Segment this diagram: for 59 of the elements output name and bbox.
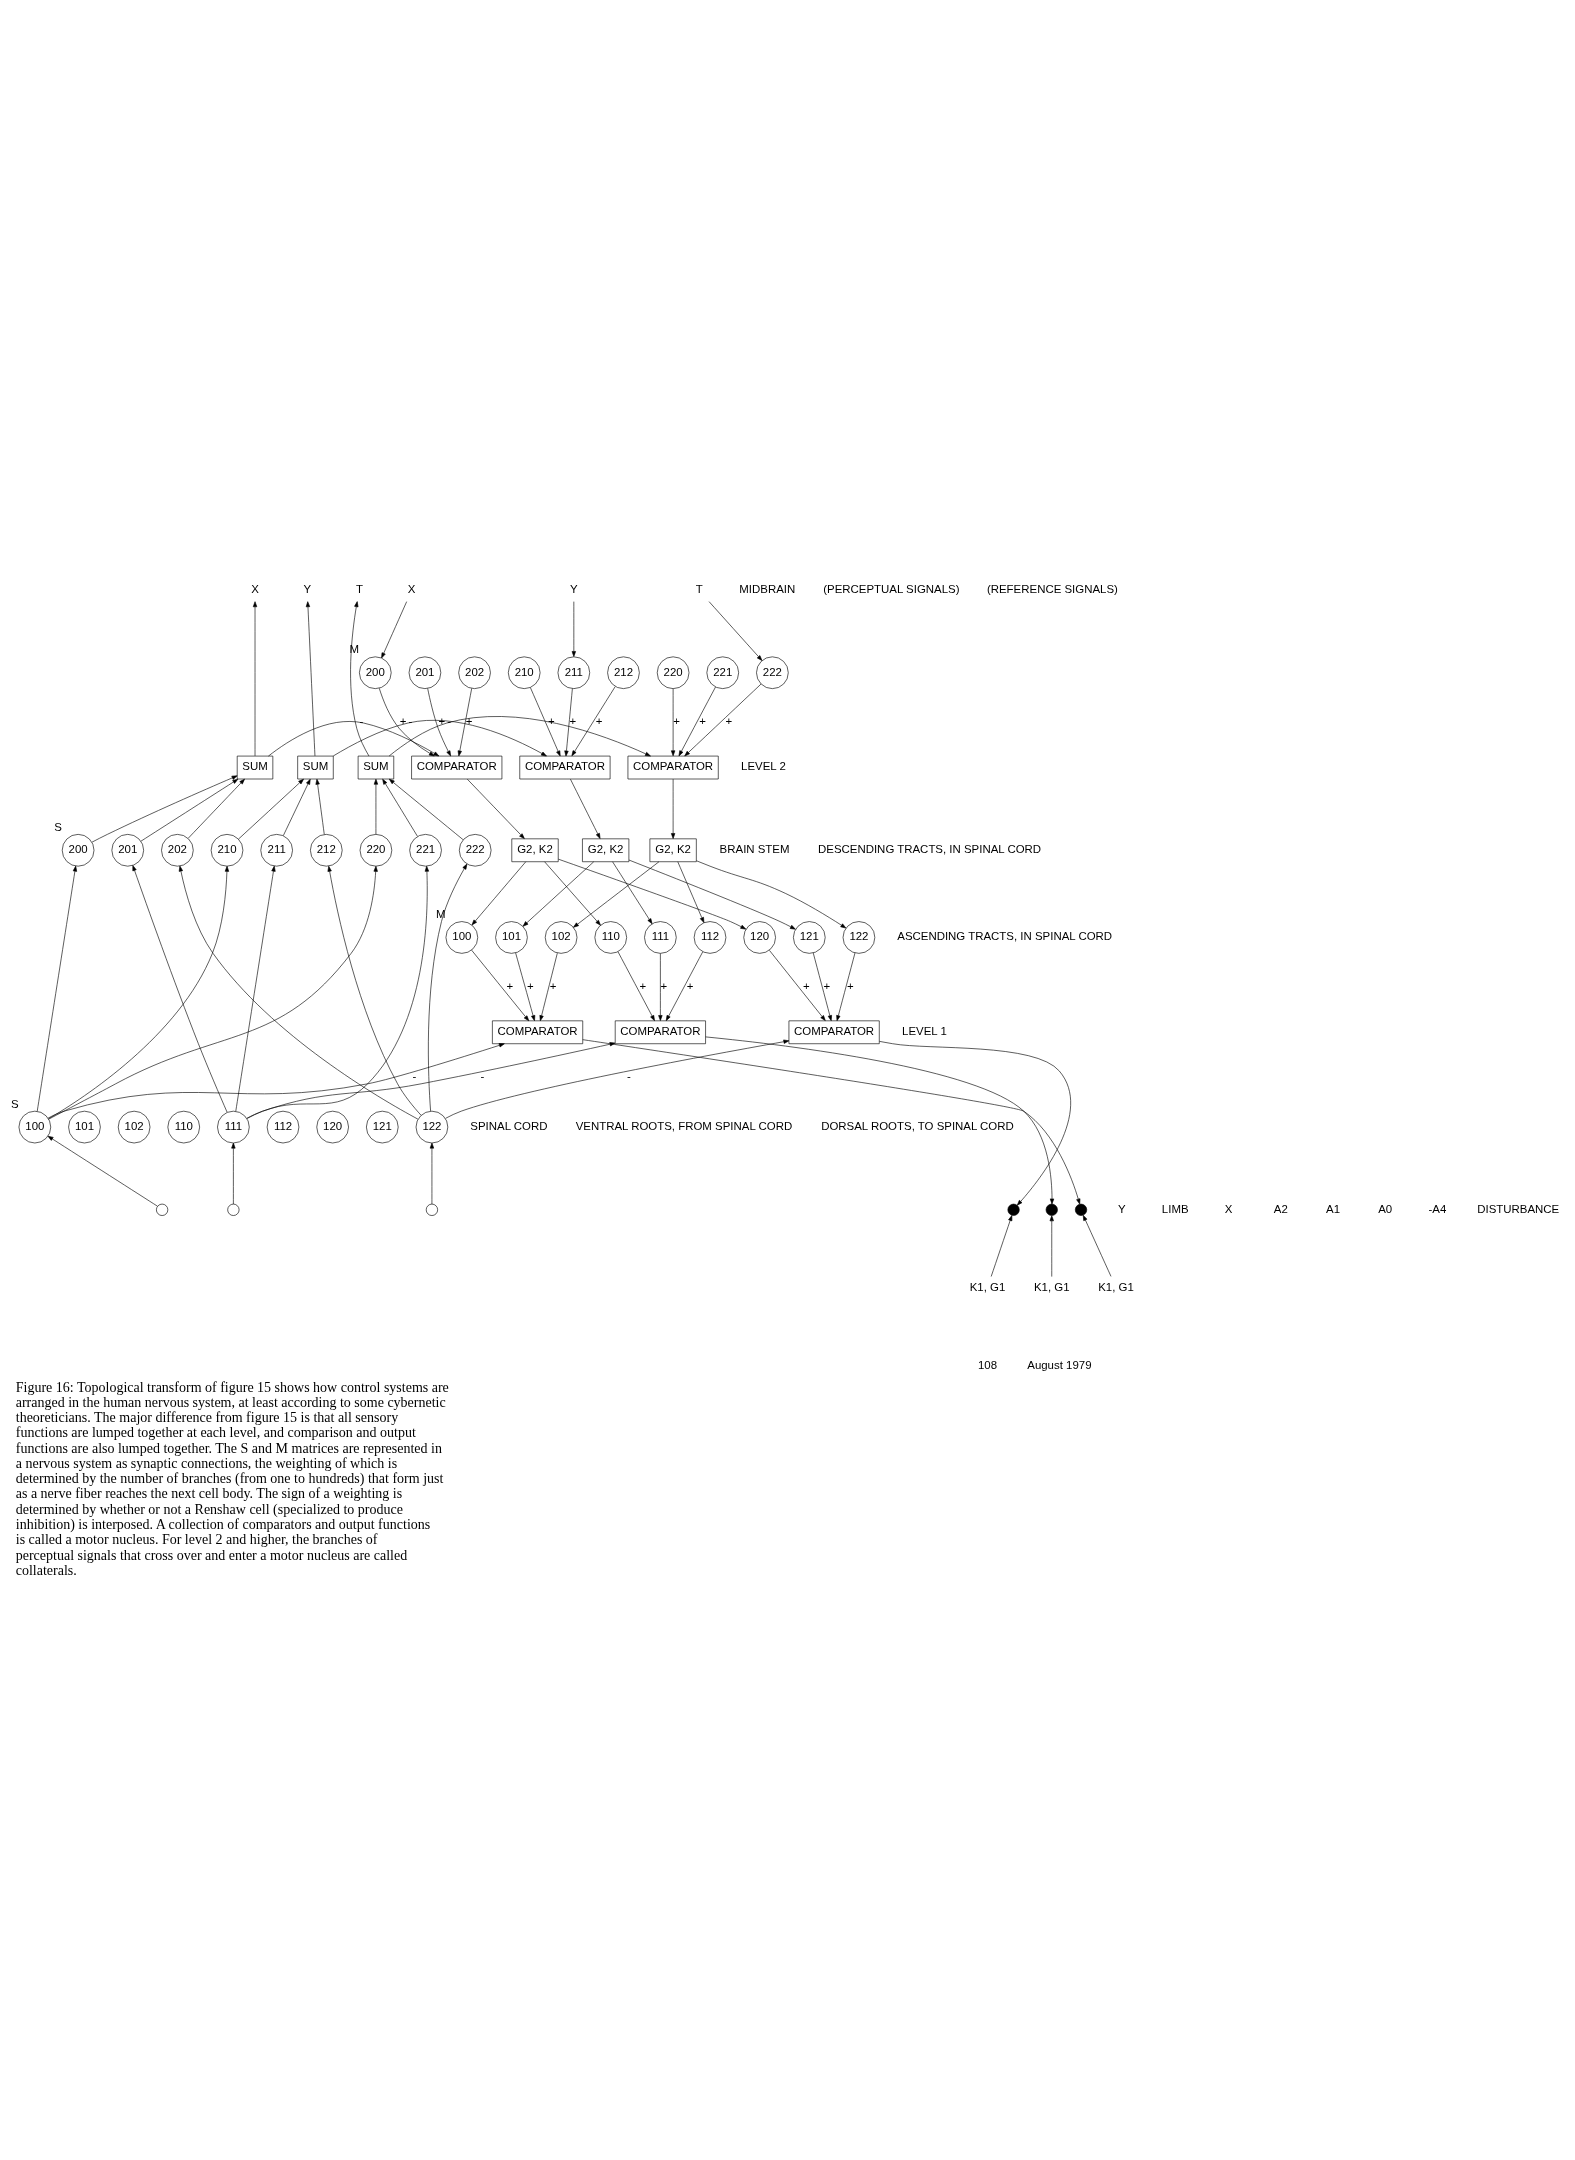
label: 108 <box>977 1359 998 1372</box>
node-text: K1, G1 <box>1098 1280 1134 1293</box>
label: LEVEL 1 <box>902 1025 947 1038</box>
label: BRAIN STEM <box>719 843 790 856</box>
node-label: S <box>10 1097 19 1110</box>
edge-label: - <box>412 1070 417 1083</box>
label: DORSAL ROOTS, TO SPINAL CORD <box>821 1119 1014 1132</box>
label: A1 <box>1326 1202 1341 1215</box>
label: -A4 <box>1428 1202 1447 1215</box>
edge-label: + <box>595 715 603 728</box>
edge-label: - <box>626 1070 631 1083</box>
label: MIDBRAIN <box>739 582 796 595</box>
label: DESCENDING TRACTS, IN SPINAL CORD <box>818 843 1042 856</box>
edge-label: + <box>803 979 810 992</box>
node-label: M <box>349 643 360 656</box>
edge-label: + <box>569 715 577 728</box>
node-text: X <box>251 582 259 595</box>
edge-label: + <box>686 979 694 992</box>
node-text: K1, G1 <box>1033 1280 1070 1293</box>
node-label: S <box>54 820 62 833</box>
label: (REFERENCE SIGNALS) <box>986 582 1118 595</box>
node-text: T <box>355 582 363 595</box>
edge-label: + <box>526 979 534 992</box>
label: DISTURBANCE <box>1477 1202 1560 1215</box>
label: VENTRAL ROOTS, FROM SPINAL CORD <box>575 1119 793 1132</box>
node-text: X <box>407 582 416 595</box>
node-text: T <box>695 582 703 595</box>
edge-label: + <box>725 715 733 728</box>
edge-label: + <box>660 979 668 992</box>
edge-label: - <box>480 1070 485 1083</box>
label: August 1979 <box>1027 1359 1092 1372</box>
edge-label: + <box>699 715 707 728</box>
edge-label: + <box>823 979 831 992</box>
edge-label: + <box>399 715 407 728</box>
label: LIMB <box>1161 1202 1189 1215</box>
edge-label: + <box>438 715 446 728</box>
label: A2 <box>1273 1202 1288 1215</box>
label: Y <box>1117 1202 1126 1215</box>
node-text: Y <box>303 582 312 595</box>
edge-label: + <box>506 979 514 992</box>
edge-label: - <box>359 715 364 728</box>
label: (PERCEPTUAL SIGNALS) <box>823 582 960 595</box>
caption: Figure 16: Topological transform of figure 15 shows how control systems are arranged in the human nervous system, at least according to some cybernetic theoreticians. The major difference from figure 15 is that all sensory functions are lumped together at each level, and comparison and output functions are also lumped together. The S and M matrices are represented in a nervous system as synaptic connections, the weighting of which is determined by the number of branches (from one to hundreds) that form just as a nerve fiber reaches the next cell body. The sign of a weighting is determined by whether or not a Renshaw cell (specialized to produce inhibition) is interposed. A collection of comparators and output functions is called a motor nucleus. For level 2 and higher, the branches of perceptual signals that cross over and enter a motor nucleus are called collaterals. <box>15 1379 449 1578</box>
label: SPINAL CORD <box>470 1119 548 1132</box>
label: ASCENDING TRACTS, IN SPINAL CORD <box>897 930 1113 943</box>
edge-label: + <box>847 979 854 992</box>
edge-label: + <box>465 715 473 728</box>
edge-label: - <box>408 715 413 728</box>
label: LEVEL 2 <box>741 760 786 773</box>
label: A0 <box>1378 1202 1393 1215</box>
edge-label: + <box>549 979 557 992</box>
edge-label: - <box>447 715 452 728</box>
edge-label: + <box>639 979 647 992</box>
node-text: Y <box>570 582 578 595</box>
edge-label: + <box>673 715 680 728</box>
node-label: M <box>436 907 446 920</box>
node-text: K1, G1 <box>969 1280 1006 1293</box>
label: X <box>1224 1202 1233 1215</box>
edge-label: + <box>547 715 555 728</box>
